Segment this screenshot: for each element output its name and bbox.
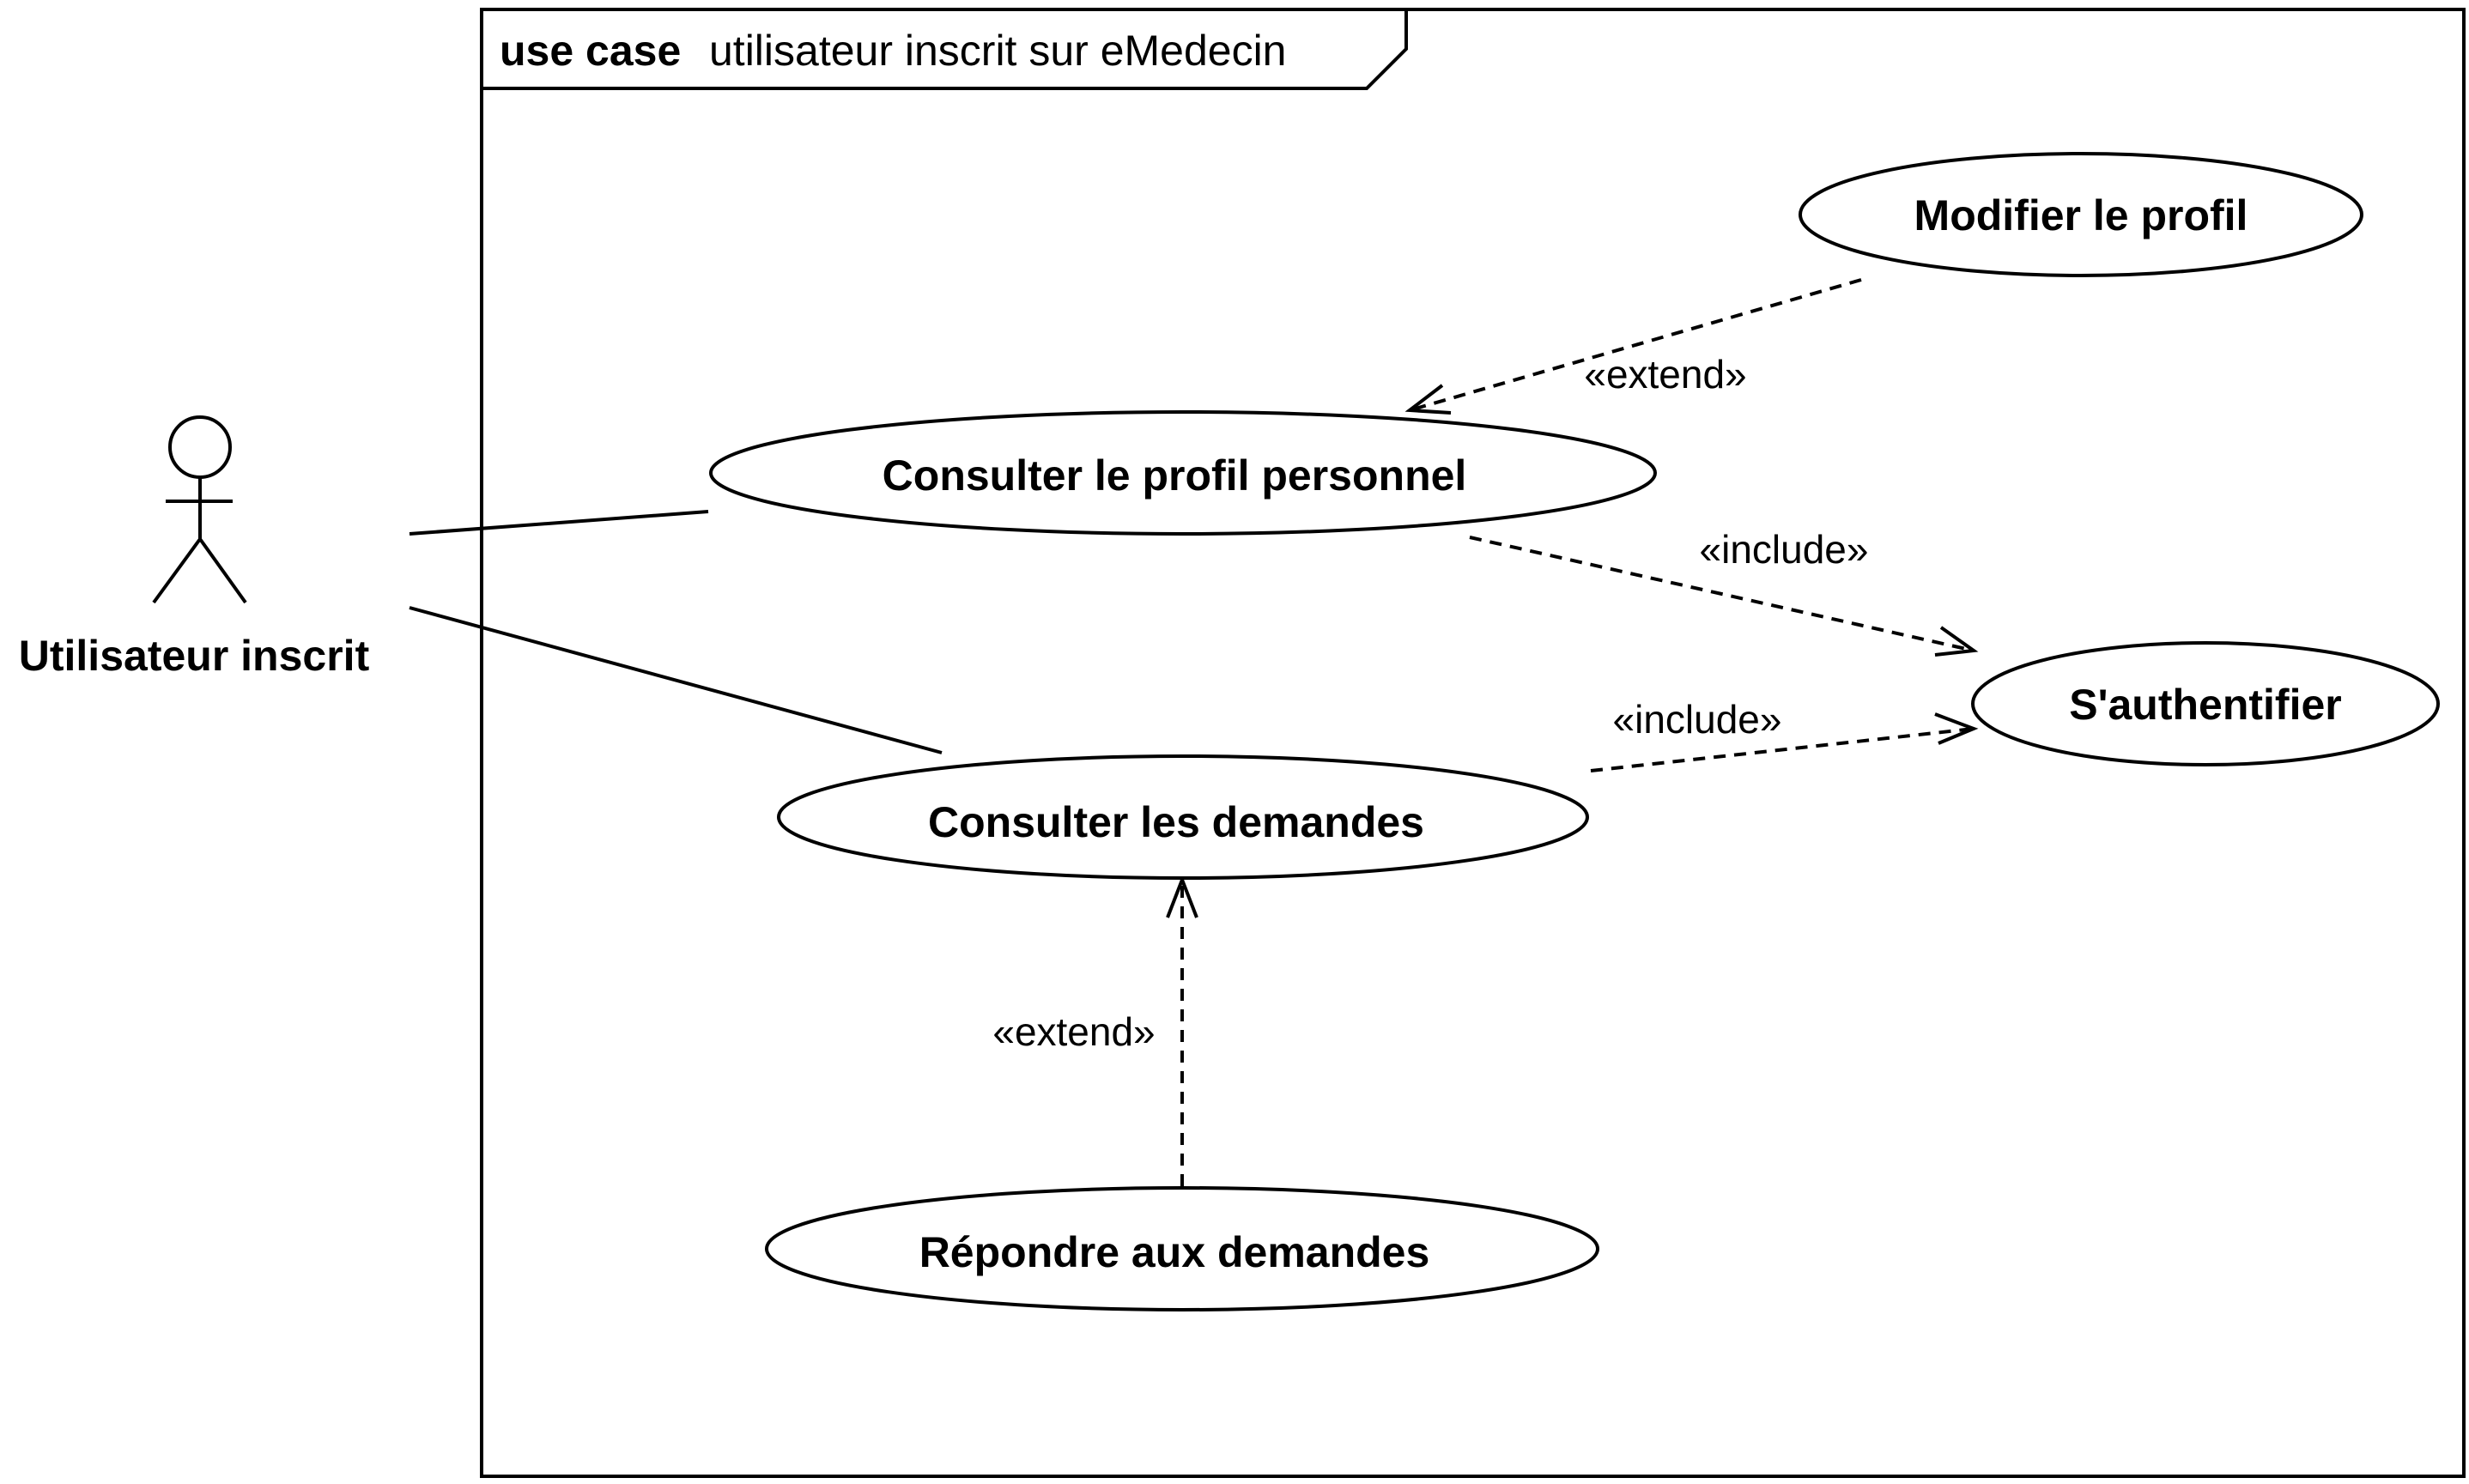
stereotype-extend-2: «extend» <box>992 1009 1155 1054</box>
actor[interactable]: Utilisateur inscrit <box>19 415 370 680</box>
frame-name-tab <box>482 9 1408 90</box>
use-case-label: Consulter les demandes <box>928 798 1424 846</box>
use-case-label: Modifier le profil <box>1914 191 2248 239</box>
use-case-sauthentifier[interactable]: S'authentifier <box>1971 641 2440 766</box>
dependencies <box>1166 278 1979 1186</box>
use-case-consulter-profil[interactable]: Consulter le profil personnel <box>709 410 1657 536</box>
use-case-consulter-demandes[interactable]: Consulter les demandes <box>777 754 1589 880</box>
association-consulter-demandes[interactable] <box>409 606 943 754</box>
extend-modifier-profil[interactable] <box>1404 278 1862 415</box>
use-case-modifier-profil[interactable]: Modifier le profil <box>1799 152 2363 277</box>
system-boundary <box>480 8 2466 1478</box>
use-case-label: Répondre aux demandes <box>919 1228 1430 1276</box>
system-frame: use case utilisateur inscrit sur eMedeci… <box>480 8 2466 1478</box>
use-case-label: S'authentifier <box>2069 681 2341 729</box>
frame-title: utilisateur inscrit sur eMedecin <box>709 27 1287 75</box>
stick-figure-icon <box>152 415 247 604</box>
associations <box>409 510 943 754</box>
use-case-repondre-demandes[interactable]: Répondre aux demandes <box>765 1186 1599 1311</box>
include-consulter-demandes-auth[interactable] <box>1590 712 1979 772</box>
actor-label: Utilisateur inscrit <box>19 632 370 680</box>
stereotype-include-2: «include» <box>1613 697 1782 742</box>
use-case-label: Consulter le profil personnel <box>883 451 1467 500</box>
include-consulter-profil-auth[interactable] <box>1469 536 1979 657</box>
frame-keyword: use case <box>500 27 681 75</box>
stereotype-labels: «extend» «include» «include» «extend» <box>992 352 1868 1054</box>
stereotype-include-1: «include» <box>1700 527 1869 572</box>
association-consulter-profil[interactable] <box>409 510 709 536</box>
stereotype-extend-1: «extend» <box>1584 352 1746 397</box>
extend-repondre-demandes[interactable] <box>1166 875 1198 1186</box>
